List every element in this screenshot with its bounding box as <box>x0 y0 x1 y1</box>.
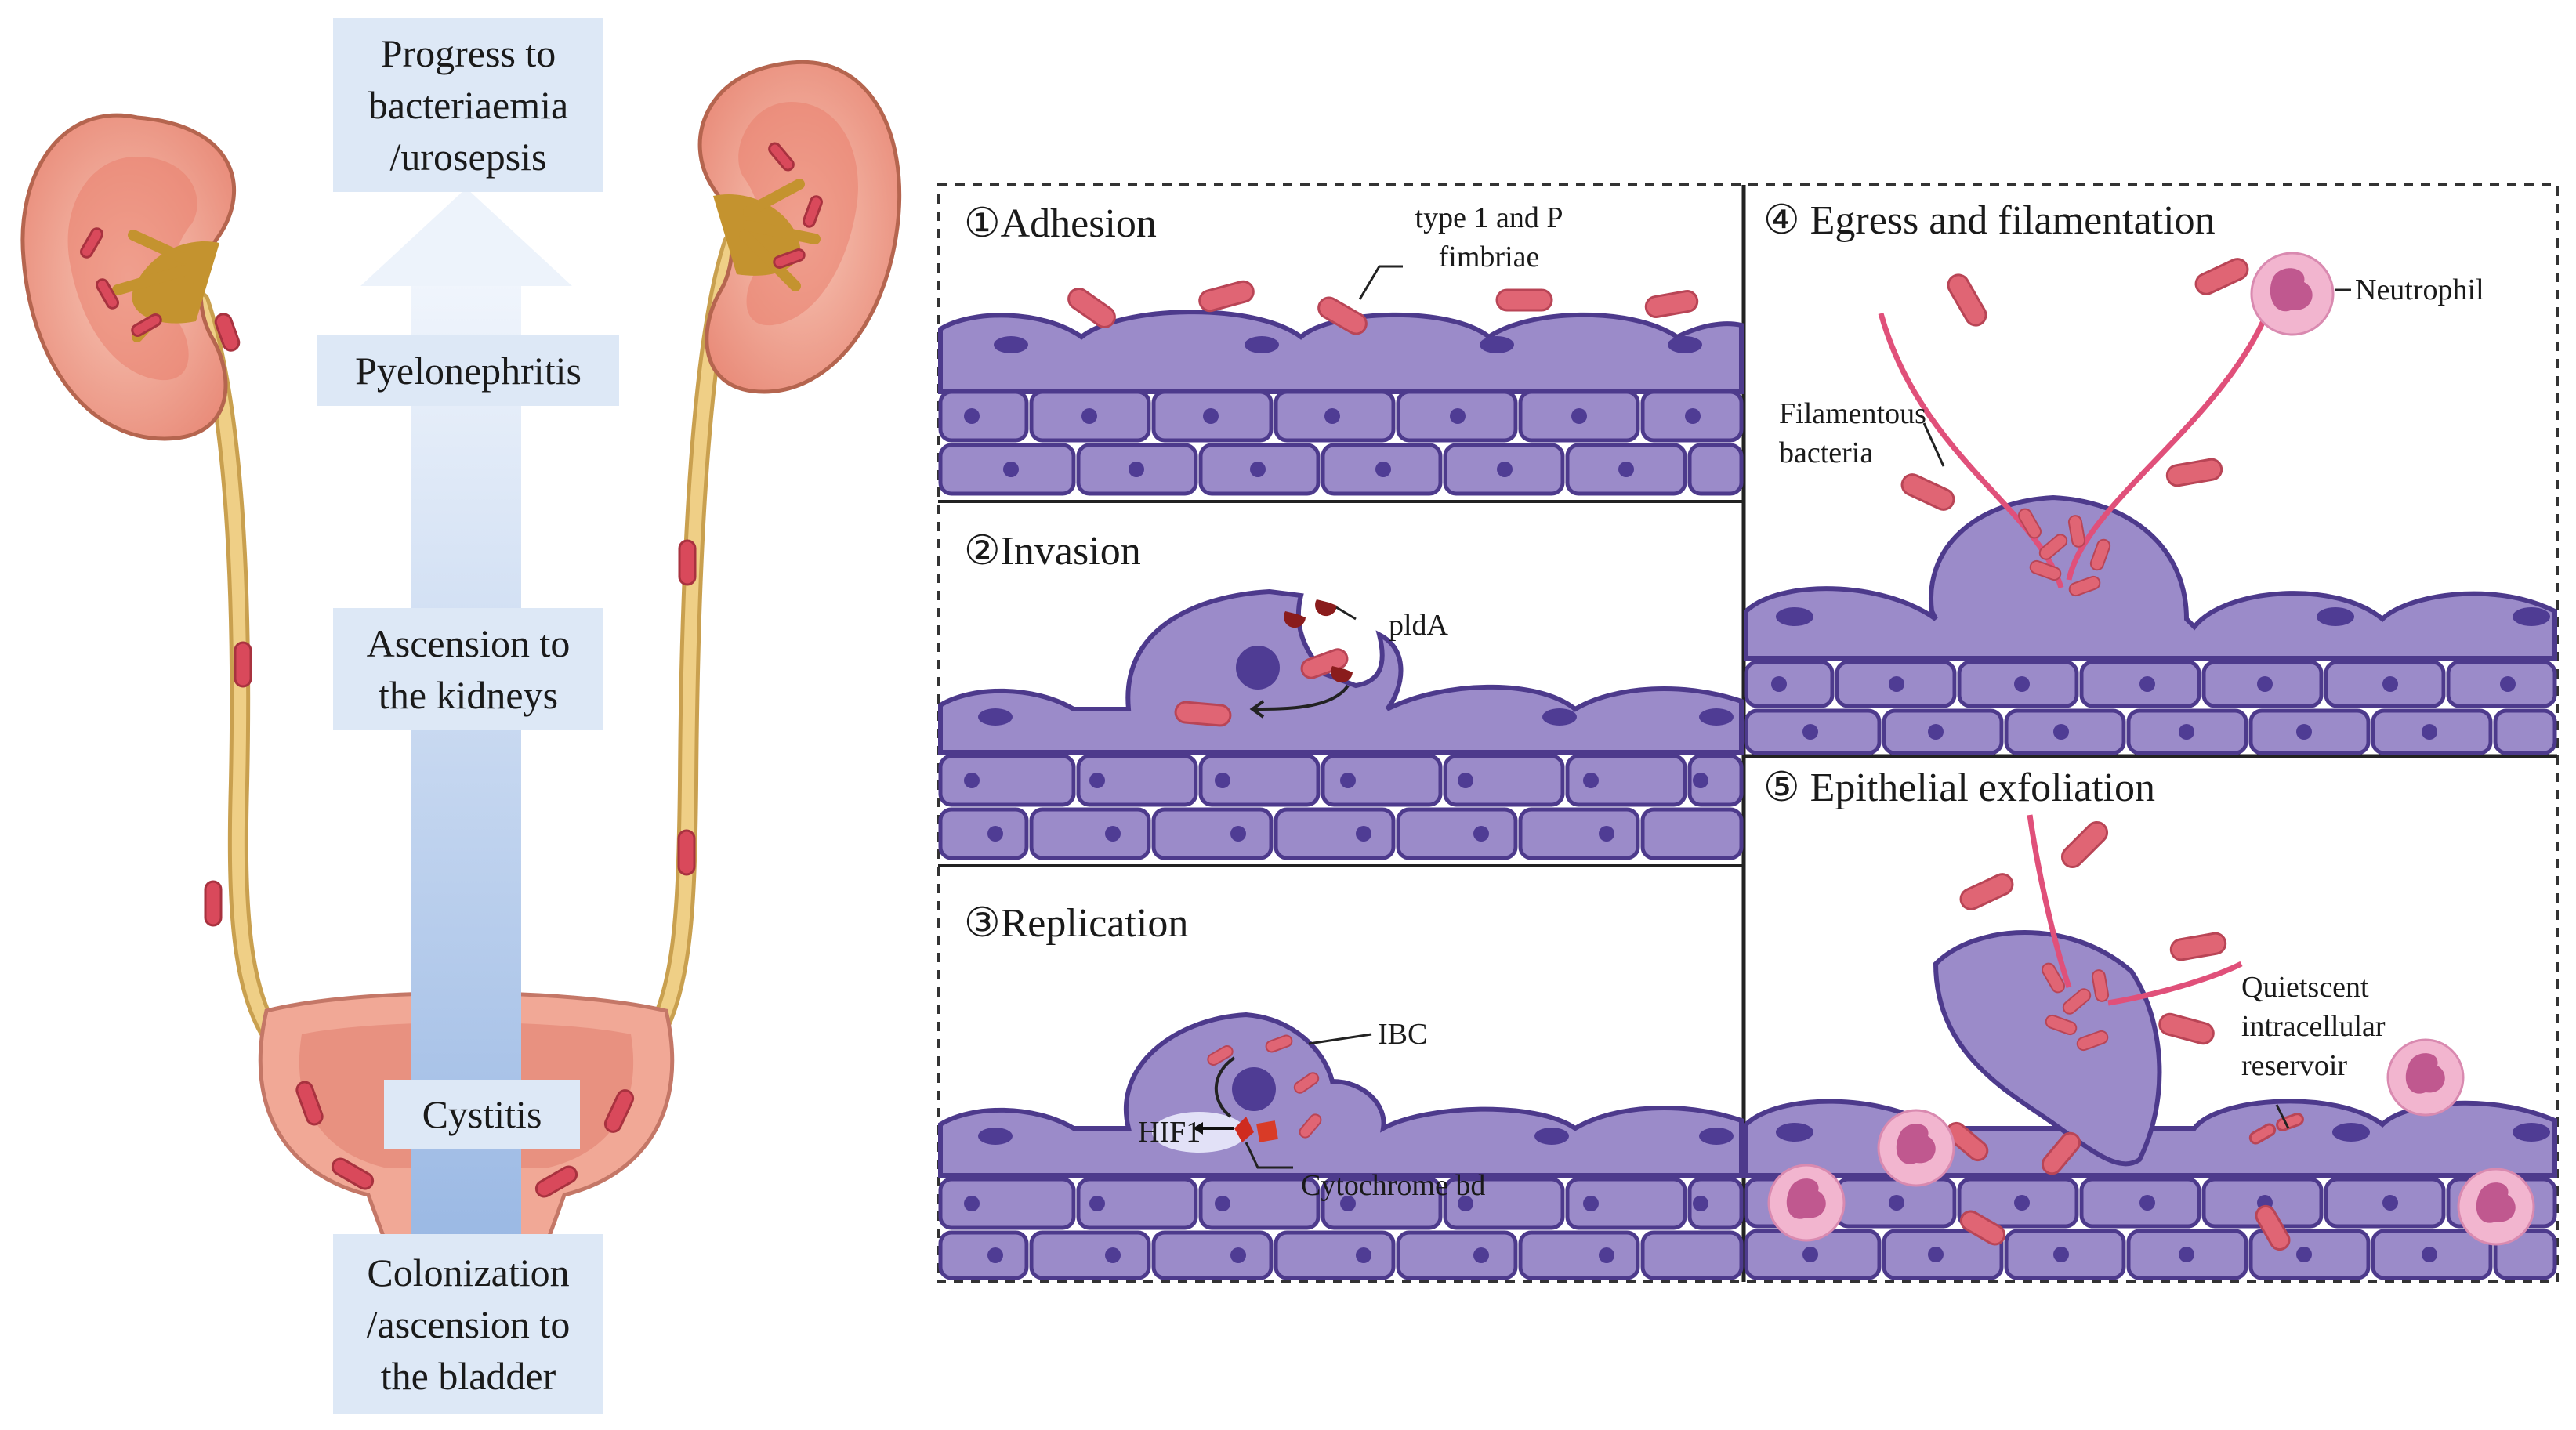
panel-adhesion-title: ①Adhesion <box>964 201 1157 246</box>
panel-replication: ③Replication IBC HIF1 Cytochrome bd <box>938 901 1744 1280</box>
filamentous-label-line1: Filamentous <box>1779 397 1926 430</box>
stage-colonization-label: Colonization /ascension to the bladder <box>333 1234 603 1414</box>
stage-pyelonephritis-label: Pyelonephritis <box>317 335 619 406</box>
stage-cystitis-label: Cystitis <box>384 1080 580 1149</box>
stage-progress-line2: bacteriaemia <box>368 83 569 127</box>
stage-progress-label: Progress to bacteriaemia /urosepsis <box>333 18 603 192</box>
stage-colonization-line3: the bladder <box>380 1354 556 1398</box>
quiescent-label-line1: Quietscent <box>2241 971 2369 1004</box>
progression-arrow <box>360 188 572 1238</box>
stage-cystitis-line1: Cystitis <box>422 1092 542 1136</box>
fimbriae-label-line2: fimbriae <box>1439 241 1540 273</box>
panel-replication-title: ③Replication <box>964 901 1188 946</box>
left-kidney <box>20 113 237 441</box>
right-kidney <box>697 60 902 394</box>
panel-egress-title: ④ Egress and filamentation <box>1763 198 2216 243</box>
panel-exfoliation-title: ⑤ Epithelial exfoliation <box>1763 766 2155 810</box>
quiescent-label-line3: reservoir <box>2241 1049 2347 1082</box>
quiescent-label-line2: intracellular <box>2241 1010 2386 1043</box>
hif1-label: HIF1 <box>1138 1116 1201 1149</box>
neutrophils <box>1767 1038 2535 1246</box>
stage-pyelonephritis-line1: Pyelonephritis <box>355 349 582 393</box>
plda-label: pldA <box>1389 609 1449 642</box>
fimbriae-label-line1: type 1 and P <box>1415 201 1563 234</box>
panel-exfoliation: ⑤ Epithelial exfoliation Quietscent intr… <box>1744 766 2557 1280</box>
panel-egress: ④ Egress and filamentation Neutrophil Fi… <box>1744 198 2557 755</box>
stage-ascension-label: Ascension to the kidneys <box>333 608 603 730</box>
neutrophil-label: Neutrophil <box>2355 273 2484 306</box>
stage-colonization-line2: /ascension to <box>366 1302 571 1346</box>
stage-progress-line1: Progress to <box>380 31 556 75</box>
filamentous-label-line2: bacteria <box>1779 436 1873 469</box>
stage-ascension-line1: Ascension to <box>366 621 571 665</box>
panel-adhesion: ①Adhesion type 1 and P fimbriae <box>938 201 1744 496</box>
stage-ascension-line2: the kidneys <box>378 673 559 717</box>
panel-invasion: ②Invasion pldA <box>938 529 1744 860</box>
cytochrome-label: Cytochrome bd <box>1301 1169 1485 1202</box>
ibc-label: IBC <box>1378 1018 1427 1051</box>
stage-colonization-line1: Colonization <box>367 1251 570 1294</box>
panel-invasion-title: ②Invasion <box>964 529 1141 574</box>
stage-progress-line3: /urosepsis <box>389 135 547 179</box>
urinary-tract-bacteria <box>80 142 823 1198</box>
neutrophil-cell <box>2250 252 2335 336</box>
